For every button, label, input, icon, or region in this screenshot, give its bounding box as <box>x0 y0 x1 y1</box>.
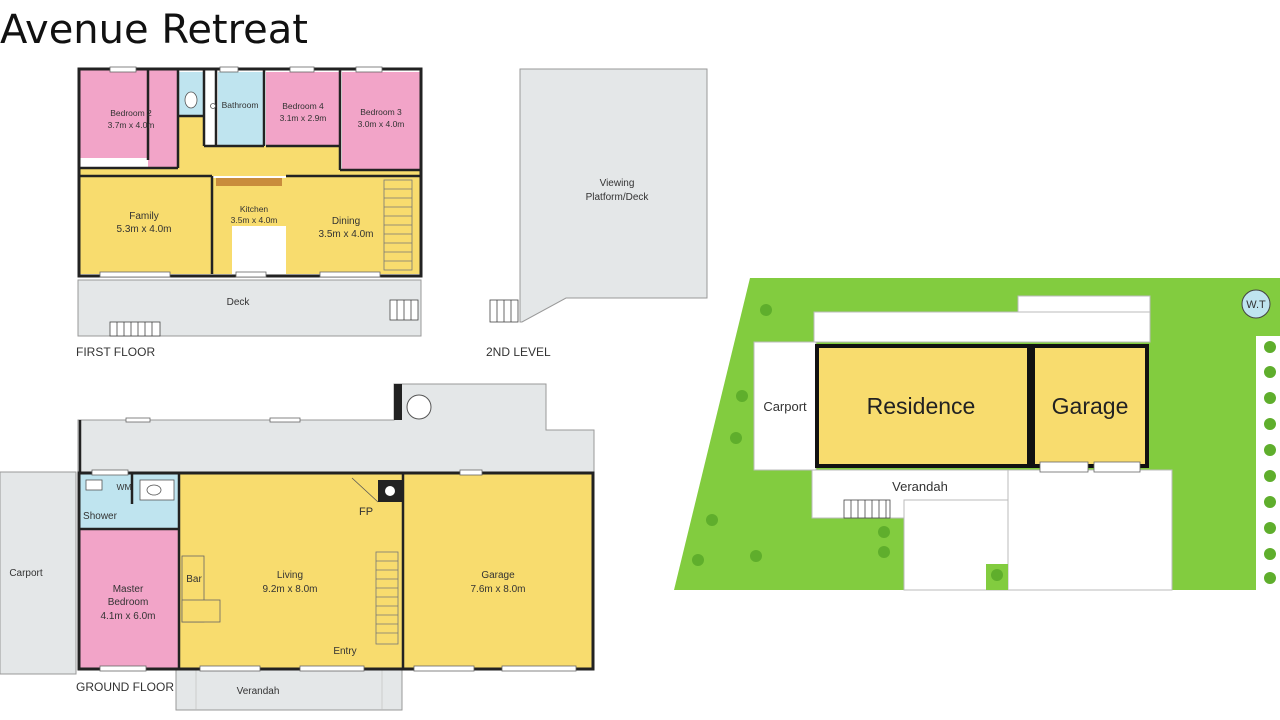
site-carport-label: Carport <box>763 399 807 414</box>
site-residence-label: Residence <box>867 393 976 419</box>
site-driveway <box>1007 469 1173 591</box>
family-room <box>80 176 212 274</box>
site-plan: W.T Carport Residence Garage Verandah <box>674 278 1280 591</box>
dining-label: Dining <box>332 216 360 227</box>
site-garage-label: Garage <box>1052 393 1129 419</box>
shower-label: Shower <box>83 511 118 522</box>
master-size: 4.1m x 6.0m <box>100 611 155 622</box>
bedroom-2-size: 3.7m x 4.0m <box>108 120 155 130</box>
master-bedroom <box>80 530 178 668</box>
bedroom-3-size: 3.0m x 4.0m <box>358 119 405 129</box>
bar-label: Bar <box>186 574 202 585</box>
water-tank-icon <box>406 394 432 420</box>
verandah-label: Verandah <box>237 686 280 697</box>
first-floor-plan: Bedroom 2 3.7m x 4.0m Bathroom Bedroom 4… <box>76 66 423 359</box>
bedroom-2-label: Bedroom 2 <box>110 108 152 118</box>
bedroom-3 <box>342 72 420 170</box>
family-size: 5.3m x 4.0m <box>116 224 171 235</box>
bedroom-4-size: 3.1m x 2.9m <box>280 113 327 123</box>
ground-floor-plan: WM Shower Carport Master Bedroom 4.1m x … <box>0 383 595 711</box>
bedroom-4 <box>266 72 340 146</box>
garage-size: 7.6m x 8.0m <box>470 584 525 595</box>
ground-stairs <box>375 551 399 645</box>
platform-label-line1: Viewing <box>600 178 635 189</box>
living-size: 9.2m x 8.0m <box>262 584 317 595</box>
site-residence <box>815 344 1031 468</box>
entry-label: Entry <box>333 646 356 657</box>
bedroom-3-label: Bedroom 3 <box>360 107 402 117</box>
water-tank <box>1241 289 1271 319</box>
ground-floor-caption: GROUND FLOOR <box>76 680 174 694</box>
wm-label: WM <box>116 482 131 492</box>
bathroom-label: Bathroom <box>222 100 259 110</box>
deck-label: Deck <box>227 297 251 308</box>
living-room <box>180 474 402 668</box>
site-verandah-label: Verandah <box>892 479 948 494</box>
carport-area <box>0 471 77 675</box>
page-title: Avenue Retreat <box>0 7 308 53</box>
carport-label: Carport <box>9 568 43 579</box>
site-garage <box>1031 344 1149 468</box>
rear-deck <box>77 383 595 473</box>
family-label: Family <box>129 211 158 222</box>
first-floor-caption: FIRST FLOOR <box>76 345 155 359</box>
viewing-platform <box>519 68 708 323</box>
bedroom-4-label: Bedroom 4 <box>282 101 324 111</box>
living-label: Living <box>277 570 303 581</box>
water-tank-label: W.T <box>1246 299 1266 311</box>
second-level-caption: 2ND LEVEL <box>486 345 551 359</box>
bedroom-2 <box>80 70 148 158</box>
platform-label-line2: Platform/Deck <box>586 192 650 203</box>
fp-label: FP <box>359 506 373 518</box>
kitchen-label: Kitchen <box>240 204 269 214</box>
verandah-area <box>175 667 403 711</box>
master-label-line2: Bedroom <box>108 597 149 608</box>
garage-room <box>404 474 592 668</box>
bathroom <box>218 72 264 146</box>
site-carport <box>753 341 817 471</box>
dining-size: 3.5m x 4.0m <box>318 229 373 240</box>
kitchen-size: 3.5m x 4.0m <box>231 215 278 225</box>
second-level-plan: Viewing Platform/Deck 2ND LEVEL <box>486 68 708 359</box>
garage-label: Garage <box>481 570 515 581</box>
master-label-line1: Master <box>113 584 144 595</box>
